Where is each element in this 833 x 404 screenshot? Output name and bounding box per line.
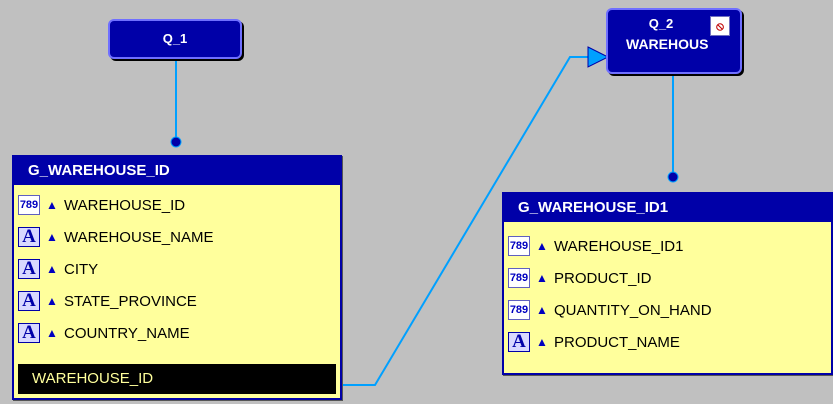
column-label: QUANTITY_ON_HAND xyxy=(554,301,712,319)
group-g-warehouse-id[interactable]: G_WAREHOUSE_ID 789 ▲ WAREHOUSE_ID A ▲ WA… xyxy=(12,155,342,400)
column-label: WAREHOUSE_NAME xyxy=(64,228,214,246)
ascending-arrow-icon: ▲ xyxy=(46,326,58,340)
character-type-icon: A xyxy=(18,258,40,279)
query-q2-title: Q_2 xyxy=(648,16,674,31)
character-type-icon: A xyxy=(18,322,40,343)
group-title: G_WAREHOUSE_ID xyxy=(14,157,340,185)
ascending-arrow-icon: ▲ xyxy=(46,230,58,244)
ascending-arrow-icon: ▲ xyxy=(46,294,58,308)
column-label: PRODUCT_NAME xyxy=(554,333,680,351)
character-type-icon: A xyxy=(18,290,40,311)
column-label: PRODUCT_ID xyxy=(554,269,652,287)
character-type-icon: A xyxy=(18,226,40,247)
column-product-id[interactable]: 789 ▲ PRODUCT_ID xyxy=(504,262,831,294)
q1-link-endpoint-icon xyxy=(170,136,182,148)
character-type-icon: A xyxy=(508,331,530,352)
query-q1[interactable]: Q_1 xyxy=(108,19,242,59)
data-link-line[interactable] xyxy=(342,56,592,386)
query-q1-title: Q_1 xyxy=(162,31,188,46)
column-label: WAREHOUSE_ID1 xyxy=(554,237,684,255)
column-city[interactable]: A ▲ CITY xyxy=(14,253,340,285)
ascending-arrow-icon: ▲ xyxy=(536,271,548,285)
column-quantity-on-hand[interactable]: 789 ▲ QUANTITY_ON_HAND xyxy=(504,294,831,326)
ascending-arrow-icon: ▲ xyxy=(46,262,58,276)
column-label: STATE_PROVINCE xyxy=(64,292,197,310)
number-type-icon: 789 xyxy=(508,300,530,320)
number-type-icon: 789 xyxy=(508,236,530,256)
number-type-icon: 789 xyxy=(508,268,530,288)
q2-link-endpoint-icon xyxy=(667,171,679,183)
group-title: G_WAREHOUSE_ID1 xyxy=(504,194,831,222)
column-state-province[interactable]: A ▲ STATE_PROVINCE xyxy=(14,285,340,317)
column-label: WAREHOUSE_ID xyxy=(64,196,186,214)
report-query-icon[interactable]: ⦸ xyxy=(710,16,730,36)
group-g-warehouse-id1[interactable]: G_WAREHOUSE_ID1 789 ▲ WAREHOUSE_ID1 789 … xyxy=(502,192,833,375)
column-warehouse-id1[interactable]: 789 ▲ WAREHOUSE_ID1 xyxy=(504,230,831,262)
column-country-name[interactable]: A ▲ COUNTRY_NAME xyxy=(14,317,340,349)
data-link-arrowhead-icon xyxy=(587,46,610,68)
number-type-icon: 789 xyxy=(18,195,40,215)
ascending-arrow-icon: ▲ xyxy=(536,239,548,253)
column-warehouse-name[interactable]: A ▲ WAREHOUSE_NAME xyxy=(14,221,340,253)
query-q2-subtitle: WAREHOUS xyxy=(626,36,709,52)
query-q2[interactable]: Q_2 WAREHOUS ⦸ xyxy=(606,8,742,74)
ascending-arrow-icon: ▲ xyxy=(536,335,548,349)
ascending-arrow-icon: ▲ xyxy=(46,198,58,212)
column-label: CITY xyxy=(64,260,99,278)
column-product-name[interactable]: A ▲ PRODUCT_NAME xyxy=(504,326,831,358)
ascending-arrow-icon: ▲ xyxy=(536,303,548,317)
column-label: COUNTRY_NAME xyxy=(64,324,190,342)
selected-column-warehouse-id[interactable]: WAREHOUSE_ID xyxy=(18,364,336,394)
column-warehouse-id[interactable]: 789 ▲ WAREHOUSE_ID xyxy=(14,189,340,221)
